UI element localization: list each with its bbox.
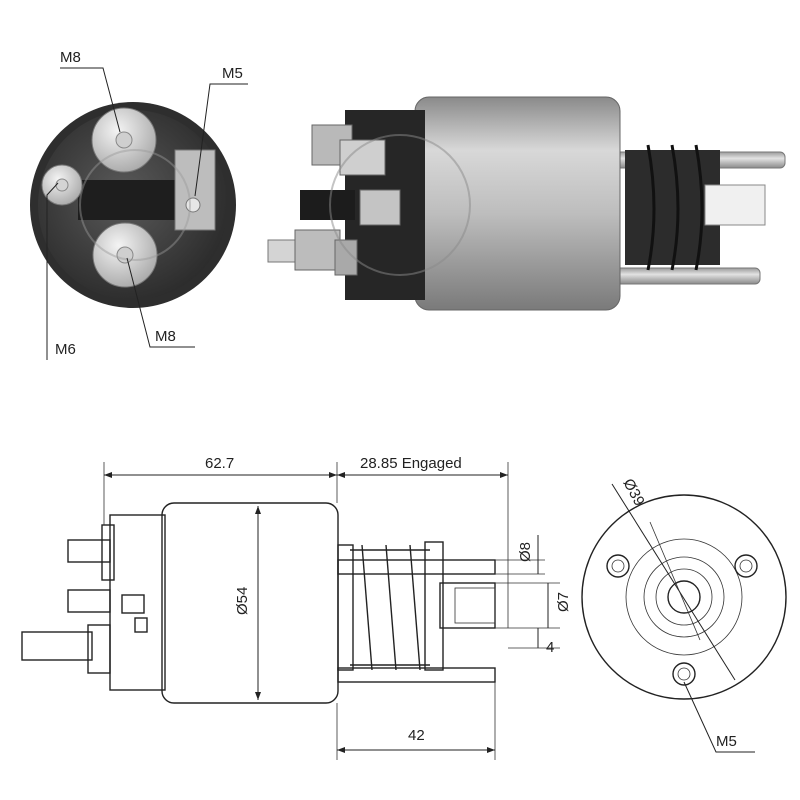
dim-d8-label: Ø8 [517,542,534,562]
label-m8-bottom: M8 [155,328,176,345]
photo-end-view: M8 M5 M6 M8 [30,49,248,360]
drawing-cap [109,514,166,691]
stud-middle [300,190,355,220]
end-ring-2 [643,556,725,638]
bolt-hole-right-inner [739,559,753,573]
dim-42-label: 42 [408,727,425,744]
dim-bolt-circle-ext [649,521,701,641]
dim-diameter-label: Ø54 [234,587,251,615]
stud-middle-washer [359,189,401,226]
drawing-stud-middle [67,589,111,613]
dim-4-label: 4 [546,639,554,656]
leader-m8-bottom [126,257,195,348]
drawing-stud-bottom-nut [87,624,111,674]
watermark-logo [79,149,191,261]
watermark-logo-side [329,134,471,276]
drawing-plunger [439,582,496,629]
drawing-stud-middle-nut [121,594,145,614]
leader-m8-top [60,67,121,133]
stud-bottom-nut [294,229,341,271]
bolt-hole-bottom-inner [677,667,691,681]
drawing-rod-bottom [337,667,496,683]
plunger-housing [625,150,720,265]
return-spring [646,144,704,271]
drawing-cap-step [101,524,115,581]
drawing-stud-bottom-washer [134,617,148,633]
bolt-hole-left [606,554,630,578]
end-outer-circle [581,494,787,700]
label-m6: M6 [55,341,76,358]
leader-m6 [46,182,59,360]
label-m5: M5 [222,65,243,82]
solenoid-body [414,96,621,311]
stud-bottom-washer [334,239,358,276]
leader-thread-m5 [683,681,755,753]
drawing-stud-bottom [21,631,93,661]
photo-side-view [267,96,786,311]
label-m8-top: M8 [60,49,81,66]
bolt-hole-left-inner [611,559,625,573]
bolt-hole-bottom [672,662,696,686]
drawing-rod-top [337,559,496,575]
drawing-stud-top [67,539,111,563]
bolt-hole-right [734,554,758,578]
label-thread-m5: M5 [716,733,737,750]
cap-center-block [78,180,183,220]
dim-bolt-circle-line [611,483,736,681]
drawing-side-view: 62.7 28.85 Engaged Ø54 Ø8 Ø7 4 42 [21,455,572,760]
drawing-plunger-flange [424,541,444,671]
end-ring-4 [667,580,701,614]
drawing-spring [350,544,430,671]
end-ring-1 [625,538,743,656]
dim-d7-label: Ø7 [555,592,572,612]
drawing-plunger-slot [454,587,496,624]
end-ring-3 [655,568,713,626]
drawing-spring-base [337,544,354,671]
terminal-m5-stud [185,197,201,213]
terminal-m6-stud [55,178,69,192]
dim-62-7-label: 62.7 [205,455,234,472]
terminal-m8-top-stud [115,131,133,149]
stud-bottom-thread [267,239,299,263]
plunger-tip [704,184,766,226]
terminal-m8-bottom-stud [116,246,134,264]
terminal-m5-bracket [174,149,216,231]
leader-m5 [194,83,248,197]
mounting-rod-bottom [609,267,761,285]
dim-28-85-label: 28.85 Engaged [360,455,462,472]
drawing-end-view: Ø39 M5 [581,476,787,753]
